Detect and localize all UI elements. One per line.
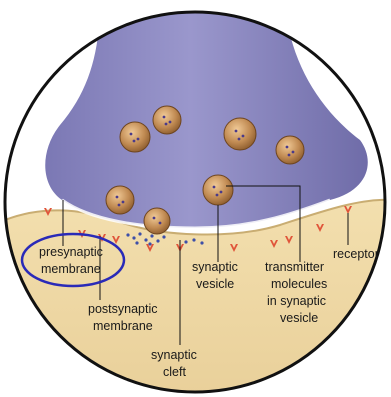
- label-vesicle-line2: vesicle: [196, 277, 234, 291]
- vesicle: [106, 186, 134, 214]
- label-postsynaptic-line2: membrane: [93, 319, 153, 333]
- label-transmitter-line1: transmitter: [265, 260, 324, 274]
- label-presynaptic-line1: presynaptic: [39, 245, 103, 259]
- label-transmitter-line2: molecules: [271, 277, 327, 291]
- label-cleft-line2: cleft: [163, 365, 186, 379]
- vesicle: [120, 122, 150, 152]
- label-vesicle-line1: synaptic: [192, 260, 238, 274]
- label-presynaptic-line2: membrane: [41, 262, 101, 276]
- vesicle: [203, 175, 233, 205]
- label-cleft-line1: synaptic: [151, 348, 197, 362]
- vesicle: [144, 208, 170, 234]
- label-receptor: receptor: [333, 247, 379, 261]
- label-transmitter-line4: vesicle: [280, 311, 318, 325]
- label-transmitter-line3: in synaptic: [267, 294, 326, 308]
- vesicle: [276, 136, 304, 164]
- vesicle: [153, 106, 181, 134]
- label-postsynaptic-line1: postsynaptic: [88, 302, 157, 316]
- vesicle: [224, 118, 256, 150]
